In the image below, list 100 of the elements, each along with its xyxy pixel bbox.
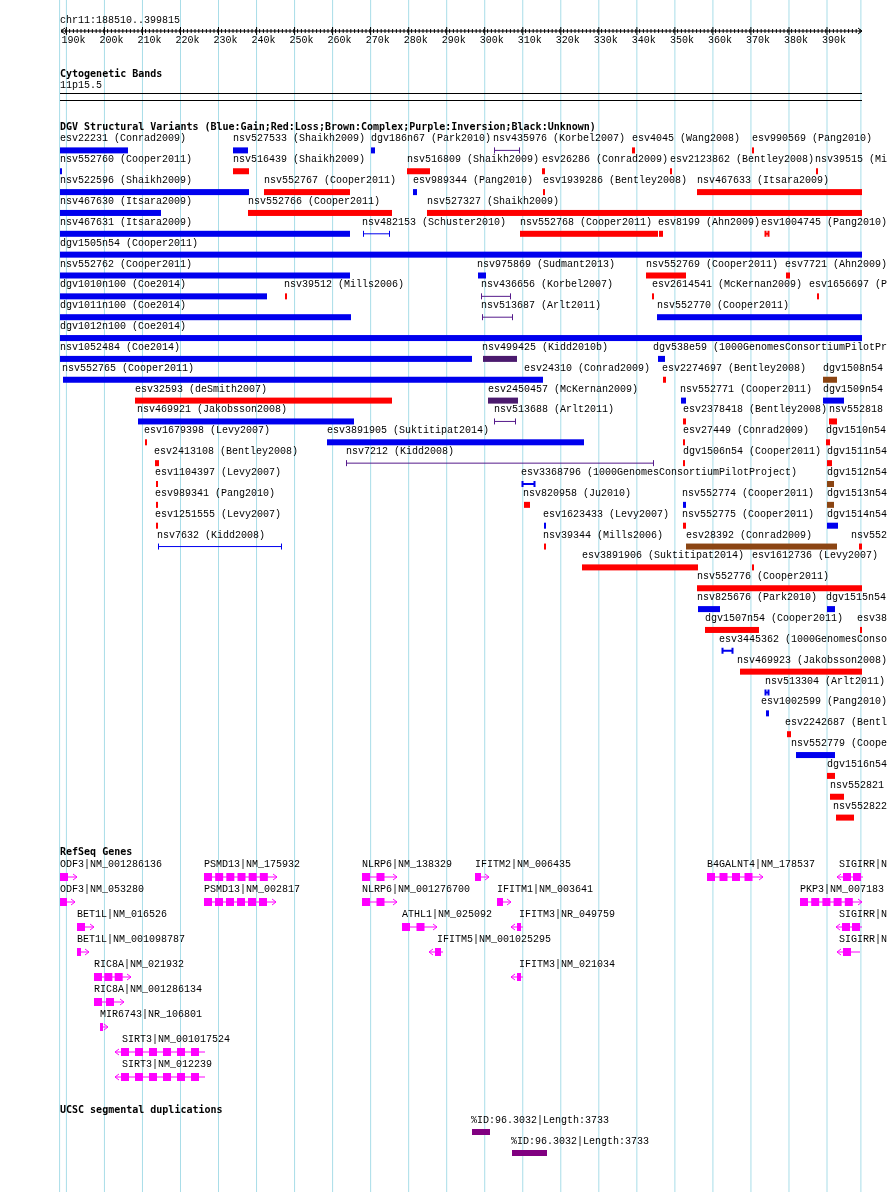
cytoband-label: 11p15.5 bbox=[60, 80, 102, 92]
axis-tick-label: 310k bbox=[517, 35, 542, 47]
gene-label: NLRP6|NM_138329 bbox=[362, 859, 452, 871]
variant-label: esv2123862 (Bentley2008) bbox=[670, 154, 815, 167]
variant-label: esv1612736 (Levy2007) bbox=[752, 550, 879, 563]
variant-label: esv26286 (Conrad2009) bbox=[542, 154, 669, 167]
axis-tick-label: 240k bbox=[251, 35, 276, 47]
axis-tick-label: 200k bbox=[99, 35, 124, 47]
gene-label: NLRP6|NM_001276700 bbox=[362, 884, 471, 896]
axis-tick-label: 330k bbox=[593, 35, 618, 47]
axis-tick-label: 370k bbox=[745, 35, 770, 47]
variant-label: nsv467630 (Itsara2009) bbox=[60, 195, 193, 208]
variant-label: nsv516809 (Shaikh2009) bbox=[407, 154, 540, 167]
variant-label: esv3445362 (1000GenomesConso bbox=[719, 633, 888, 646]
gene-label: IFITM1|NM_003641 bbox=[497, 884, 593, 896]
variant-label: esv3891905 (Suktitipat2014) bbox=[327, 425, 490, 438]
variant-label: esv2378418 (Bentley2008) bbox=[683, 404, 828, 417]
track-title: Cytogenetic Bands bbox=[60, 68, 163, 80]
variant-label: nsv552818 bbox=[829, 404, 883, 417]
variant-label: esv2614541 (McKernan2009) bbox=[652, 279, 803, 292]
gene-label: PKP3|NM_007183 bbox=[800, 884, 884, 896]
variant-label: esv989344 (Pang2010) bbox=[413, 175, 534, 188]
track-title: UCSC segmental duplications bbox=[60, 1104, 223, 1116]
variant-label: esv1002599 (Pang2010) bbox=[761, 696, 888, 709]
axis-tick-label: 380k bbox=[783, 35, 808, 47]
variant-label: nsv435976 (Korbel2007) bbox=[493, 133, 626, 146]
gene-label: IFITM2|NM_006435 bbox=[475, 859, 571, 871]
variant-label: nsv467633 (Itsara2009) bbox=[697, 175, 830, 188]
variant-label: esv1939286 (Bentley2008) bbox=[543, 175, 688, 188]
gene-label: PSMD13|NM_002817 bbox=[204, 884, 300, 896]
duplication-label: %ID:96.3032|Length:3733 bbox=[471, 1115, 610, 1127]
variant-label: dgv1511n54 bbox=[827, 446, 887, 459]
axis-tick-label: 230k bbox=[213, 35, 238, 47]
axis-tick-label: 190k bbox=[61, 35, 86, 47]
variant-label: nsv552776 (Cooper2011) bbox=[697, 571, 830, 584]
track-title: RefSeq Genes bbox=[60, 846, 133, 858]
variant-label: nsv39512 (Mills2006) bbox=[284, 279, 405, 292]
axis-tick-label: 300k bbox=[479, 35, 504, 47]
variant-label: nsv552775 (Cooper2011) bbox=[682, 508, 815, 521]
variant-label: esv32593 (deSmith2007) bbox=[135, 383, 268, 396]
gene-label: RIC8A|NM_021932 bbox=[94, 959, 184, 971]
variant-label: nsv552765 (Cooper2011) bbox=[62, 362, 195, 375]
variant-label: nsv513687 (Arlt2011) bbox=[481, 300, 602, 313]
gene-label: SIGIRR|N bbox=[839, 859, 887, 871]
variant-label: esv2274697 (Bentley2008) bbox=[662, 362, 807, 375]
variant-label: nsv552771 (Cooper2011) bbox=[680, 383, 813, 396]
variant-label: nsv552822 bbox=[833, 800, 887, 813]
variant-label: esv3891906 (Suktitipat2014) bbox=[582, 550, 745, 563]
variant-label: dgv1516n54 bbox=[827, 758, 887, 771]
axis-tick-label: 250k bbox=[289, 35, 314, 47]
variant-label: esv3368796 (1000GenomesConsortiumPilotProject) bbox=[521, 467, 798, 479]
variant-label: nsv552821 bbox=[830, 779, 884, 792]
variant-label: nsv552769 (Cooper2011) bbox=[646, 258, 779, 271]
gene-label: SIGIRR|N bbox=[839, 934, 887, 946]
variant-label: dgv1512n54 bbox=[827, 467, 887, 479]
gene-label: SIRT3|NM_001017524 bbox=[122, 1034, 231, 1046]
variant-label: dgv1515n54 bbox=[826, 592, 886, 605]
gene-label: SIGIRR|N bbox=[839, 909, 887, 921]
variant-label: nsv552767 (Cooper2011) bbox=[264, 175, 397, 188]
variant-label: dgv1508n54 bbox=[823, 362, 883, 375]
variant-label: esv989341 (Pang2010) bbox=[155, 487, 276, 500]
variant-label: esv7721 (Ahn2009) bbox=[785, 258, 888, 271]
variant-label: dgv538e59 (1000GenomesConsortiumPilotPr bbox=[653, 341, 888, 354]
gene-label: SIRT3|NM_012239 bbox=[122, 1059, 212, 1071]
variant-label: esv1104397 (Levy2007) bbox=[155, 467, 282, 479]
variant-label: nsv482153 (Schuster2010) bbox=[362, 216, 507, 229]
variant-label: nsv820958 (Ju2010) bbox=[523, 487, 632, 500]
variant-label: dgv1510n54 bbox=[826, 425, 886, 438]
variant-label: dgv1506n54 (Cooper2011) bbox=[683, 446, 822, 459]
variant-label: nsv825676 (Park2010) bbox=[697, 592, 818, 605]
variant-label: esv1656697 (P bbox=[809, 279, 887, 292]
gene-label: B4GALNT4|NM_178537 bbox=[707, 859, 816, 871]
axis-tick-label: 290k bbox=[441, 35, 466, 47]
variant-label: esv1679398 (Levy2007) bbox=[144, 425, 271, 438]
gene-label: IFITM3|NR_049759 bbox=[519, 909, 615, 921]
variant-label: nsv513688 (Arlt2011) bbox=[494, 404, 615, 417]
variant-label: nsv7212 (Kidd2008) bbox=[346, 446, 455, 459]
variant-label: nsv552774 (Cooper2011) bbox=[682, 487, 815, 500]
axis-tick-label: 210k bbox=[137, 35, 162, 47]
gene-label: ODF3|NM_001286136 bbox=[60, 859, 163, 871]
chromosome-position-label: chr11:188510..399815 bbox=[60, 15, 181, 27]
track-title: DGV Structural Variants (Blue:Gain;Red:Loss;Brown:Complex;Purple:Inversion;Black:Unknown) bbox=[60, 121, 596, 133]
gene-label: MIR6743|NR_106801 bbox=[100, 1009, 203, 1021]
variant-label: dgv1012n100 (Coe2014) bbox=[60, 321, 187, 334]
variant-label: esv1623433 (Levy2007) bbox=[543, 508, 670, 521]
variant-label: nsv522596 (Shaikh2009) bbox=[60, 175, 193, 188]
axis-tick-label: 220k bbox=[175, 35, 200, 47]
variant-label: dgv1507n54 (Cooper2011) bbox=[705, 612, 844, 625]
axis-tick-label: 280k bbox=[403, 35, 428, 47]
variant-label: esv8199 (Ahn2009) bbox=[658, 216, 761, 229]
axis-tick-label: 320k bbox=[555, 35, 580, 47]
variant-label: nsv467631 (Itsara2009) bbox=[60, 216, 193, 229]
gene-label: BET1L|NM_016526 bbox=[77, 909, 167, 921]
variant-label: esv22231 (Conrad2009) bbox=[60, 133, 187, 146]
variant-label: nsv1052484 (Coe2014) bbox=[60, 341, 181, 354]
variant-label: nsv552770 (Cooper2011) bbox=[657, 300, 790, 313]
variant-label: nsv552768 (Cooper2011) bbox=[520, 216, 653, 229]
variant-label: nsv7632 (Kidd2008) bbox=[157, 529, 266, 542]
variant-label: esv2242687 (Bentl bbox=[785, 717, 888, 730]
axis-tick-label: 260k bbox=[327, 35, 352, 47]
